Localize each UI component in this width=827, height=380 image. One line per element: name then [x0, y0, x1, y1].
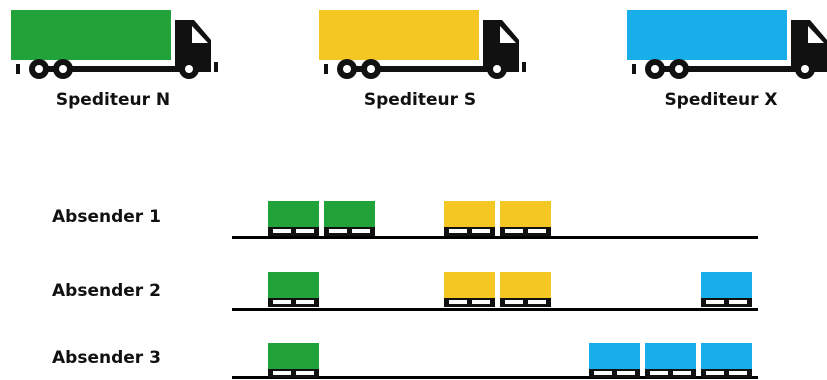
pallet-icon	[268, 343, 319, 378]
row-baseline-3	[232, 376, 758, 379]
row-baseline-1	[232, 236, 758, 239]
shipper-label-1: Absender 1	[52, 207, 161, 227]
pallet-icon	[645, 343, 696, 378]
pallet-icon	[500, 201, 551, 236]
pallet-icon	[701, 343, 752, 378]
shipper-label-3: Absender 3	[52, 348, 161, 368]
pallet-icon	[589, 343, 640, 378]
pallet-icon	[444, 272, 495, 307]
truck-icon-n	[11, 10, 218, 79]
shipper-label-2: Absender 2	[52, 281, 161, 301]
carrier-label-x: Spediteur X	[664, 90, 778, 110]
truck-icon-x	[627, 10, 827, 79]
pallet-icon	[268, 272, 319, 307]
carrier-label-n: Spediteur N	[55, 90, 171, 110]
carrier-label-s: Spediteur S	[363, 90, 477, 110]
row-baseline-2	[232, 308, 758, 311]
pallet-icon	[500, 272, 551, 307]
pallet-icon	[444, 201, 495, 236]
pallet-icon	[268, 201, 319, 236]
pallet-icon	[701, 272, 752, 307]
pallet-icon	[324, 201, 375, 236]
truck-icon-s	[319, 10, 526, 79]
